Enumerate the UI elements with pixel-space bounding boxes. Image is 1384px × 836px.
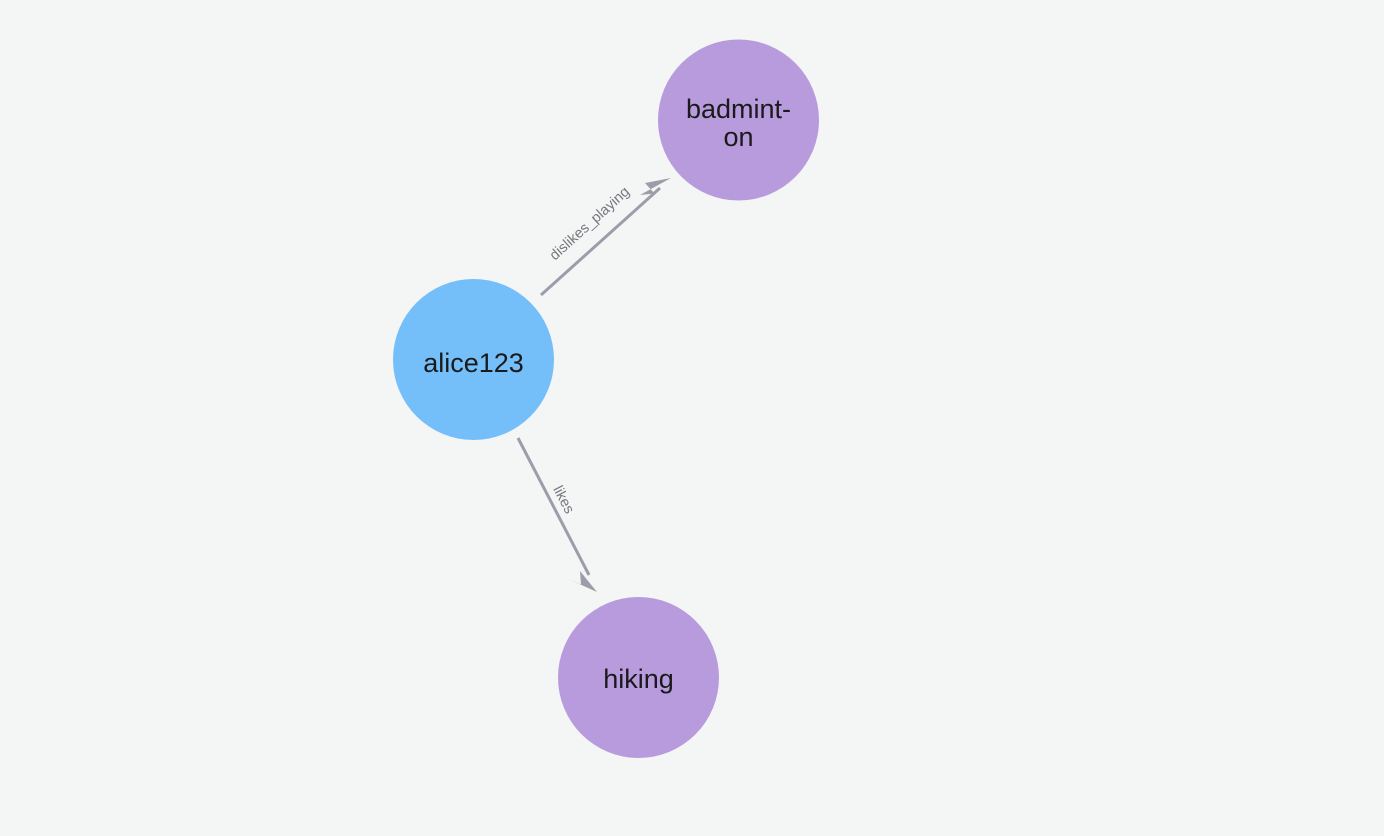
graph-edge-likes[interactable]: likes xyxy=(516,437,597,592)
node-circle[interactable] xyxy=(393,279,554,440)
node-circle[interactable] xyxy=(558,597,719,758)
arrowhead-icon xyxy=(640,178,671,195)
node-circle[interactable] xyxy=(658,39,819,201)
graph-node-badminton[interactable]: badmint- on xyxy=(658,39,819,201)
arrowhead-icon xyxy=(566,571,597,592)
edge-line xyxy=(539,186,662,297)
graph-node-hiking[interactable]: hiking xyxy=(558,597,719,758)
edge-line xyxy=(516,437,591,576)
graph-edge-dislikes-playing[interactable]: dislikes_playing xyxy=(539,178,671,297)
graph-node-alice123[interactable]: alice123 xyxy=(393,279,554,440)
edge-label-likes: likes xyxy=(549,483,577,516)
